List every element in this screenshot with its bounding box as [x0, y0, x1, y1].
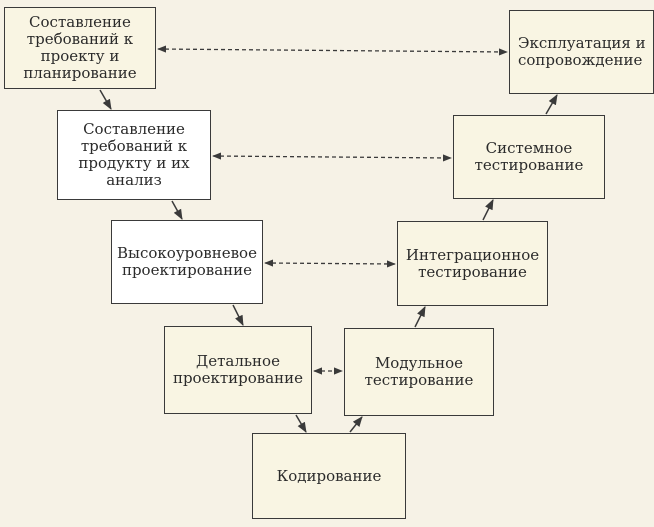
box-label-line: требований к [80, 137, 188, 155]
box-label: Кодирование [276, 466, 382, 485]
flow-arrow-2-3 [171, 200, 183, 220]
box-label-line: тестирование [418, 262, 527, 281]
box-label-line: проектирование [121, 261, 253, 279]
flow-arrow-5-6 [349, 416, 363, 433]
box-label-line: сопровождение [518, 51, 643, 69]
box-label-line: тестирование [474, 156, 584, 174]
box-label-line: Модульное [374, 354, 464, 372]
box-label-line: Детальное [196, 352, 280, 370]
flow-arrow-1-2 [99, 89, 112, 110]
flow-arrow-3-4 [232, 304, 244, 326]
box-label-line: Высокоуровневое [117, 244, 257, 262]
flow-arrow-8-9 [545, 94, 558, 115]
box-label-line: Составление [29, 13, 131, 31]
link-arrow-2-8 [212, 152, 452, 162]
link-arrow-1-9 [157, 45, 508, 56]
box-label-line: требований к [26, 30, 134, 48]
box-label-line: тестирование [364, 371, 474, 389]
box-label-line: Кодирование [276, 466, 382, 485]
box-label-line: анализ [106, 171, 162, 189]
box-label-line: продукту и их [78, 154, 190, 172]
flow-arrow-6-7 [414, 306, 426, 328]
box-label-line: Составление [83, 120, 185, 138]
box-label-line: проекту и [40, 47, 120, 65]
flow-arrow-4-5 [295, 414, 307, 433]
box-label-line: Системное [485, 139, 573, 157]
link-arrow-3-7 [264, 259, 396, 268]
box-label-line: проектирование [172, 369, 304, 387]
flow-arrow-7-8 [482, 199, 494, 221]
box-label-line: планирование [23, 64, 137, 82]
box-label-line: Интеграционное [405, 245, 540, 264]
box-coding: Кодирование [252, 433, 406, 519]
box-label-line: Эксплуатация и [518, 34, 646, 52]
